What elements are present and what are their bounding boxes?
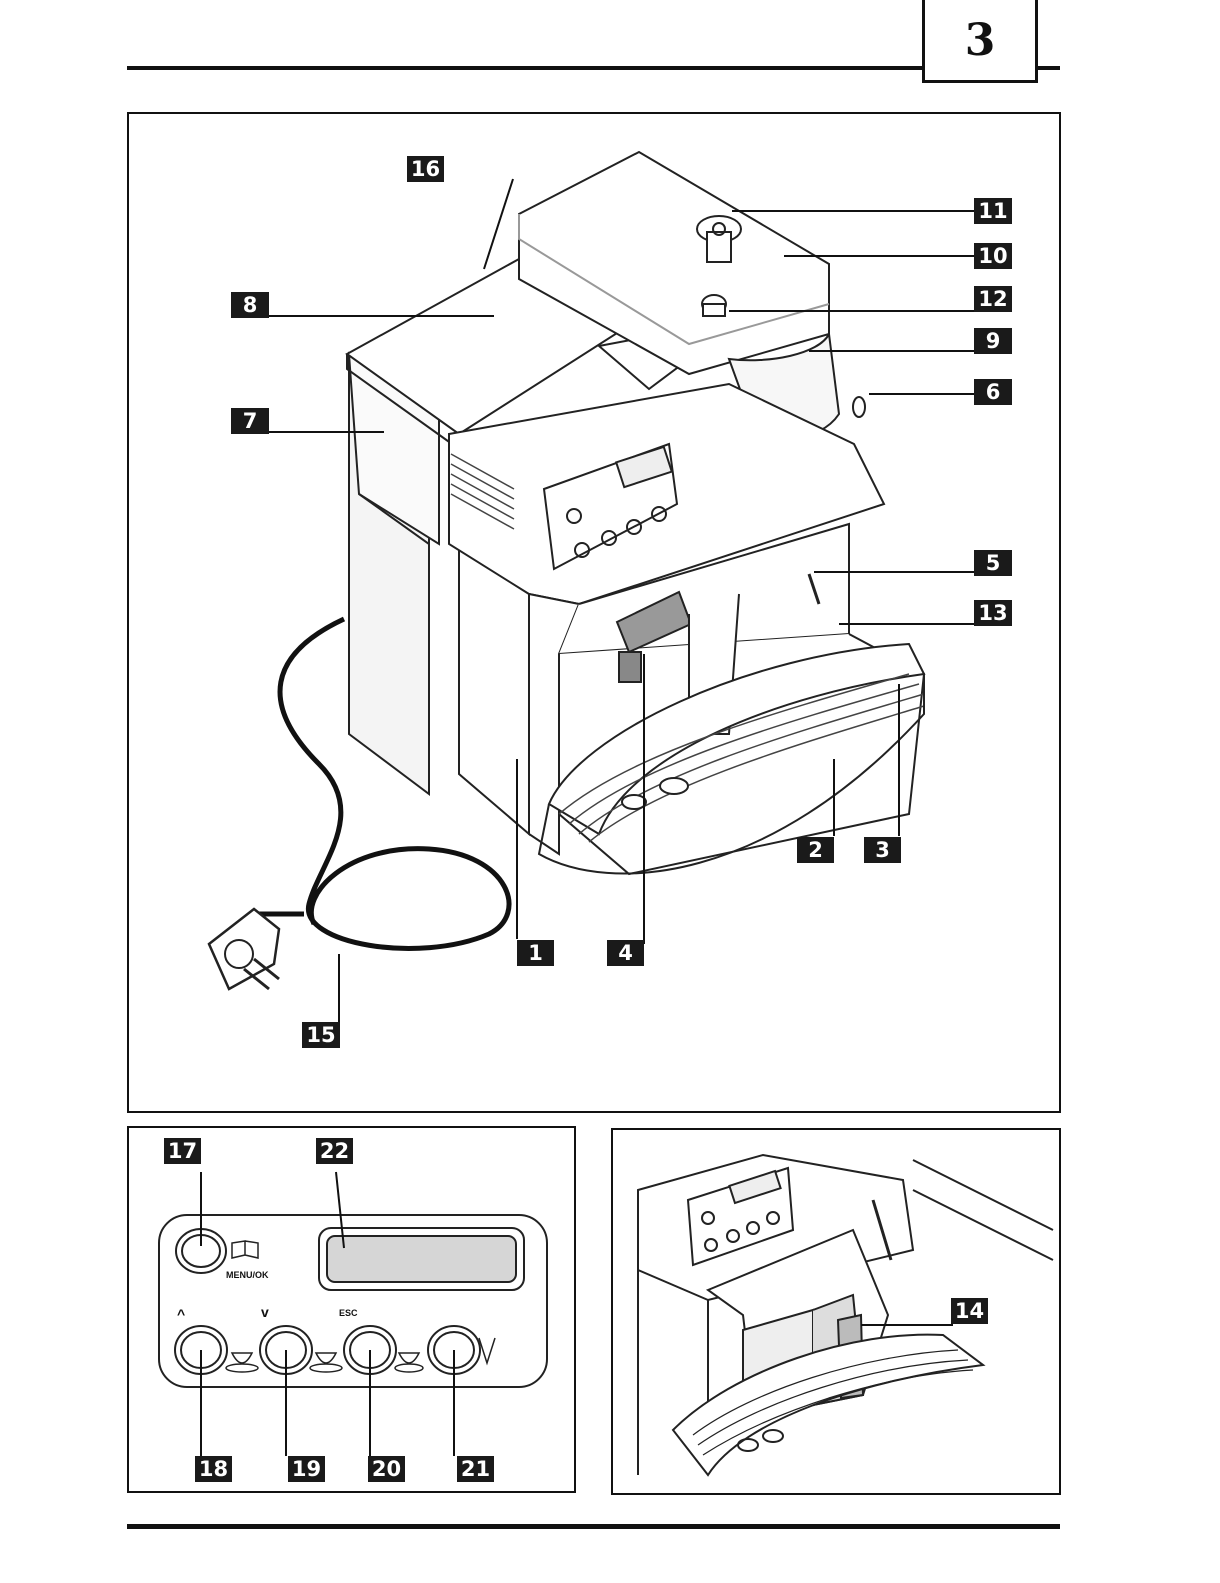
callout-17: 17 [164,1138,201,1164]
callout-4: 4 [607,940,644,966]
callout-11: 11 [974,198,1012,224]
brew-group-illustration [613,1130,1059,1493]
esc-label: ESC [339,1308,358,1318]
callout-15: 15 [302,1022,340,1048]
callout-13: 13 [974,600,1012,626]
callout-19: 19 [288,1456,325,1482]
down-symbol: v [261,1304,269,1320]
page-number-box: 3 [922,0,1038,83]
callout-22: 22 [316,1138,353,1164]
footer-rule [127,1524,1060,1529]
callout-12: 12 [974,286,1012,312]
callout-5: 5 [974,550,1012,576]
callout-1: 1 [517,940,554,966]
main-figure-panel: 16 11 10 8 12 9 6 7 5 13 2 3 1 4 15 [127,112,1061,1113]
callout-18: 18 [195,1456,232,1482]
callout-14: 14 [951,1298,988,1324]
callout-8: 8 [231,292,269,318]
header-rule [127,66,1060,70]
callout-10: 10 [974,243,1012,269]
up-symbol: ^ [177,1306,185,1322]
brew-group-figure: 14 [611,1128,1061,1495]
menu-ok-label: MENU/OK [226,1270,269,1280]
callout-9: 9 [974,328,1012,354]
page-number: 3 [965,15,996,66]
callout-7: 7 [231,408,269,434]
callout-6: 6 [974,379,1012,405]
callout-3: 3 [864,837,901,863]
coffee-machine-illustration [129,114,1059,1111]
control-panel-figure: MENU/OK ESC ^ v 17 22 18 19 20 21 [127,1126,576,1493]
callout-20: 20 [368,1456,405,1482]
callout-2: 2 [797,837,834,863]
callout-21: 21 [457,1456,494,1482]
callout-16: 16 [407,156,444,182]
